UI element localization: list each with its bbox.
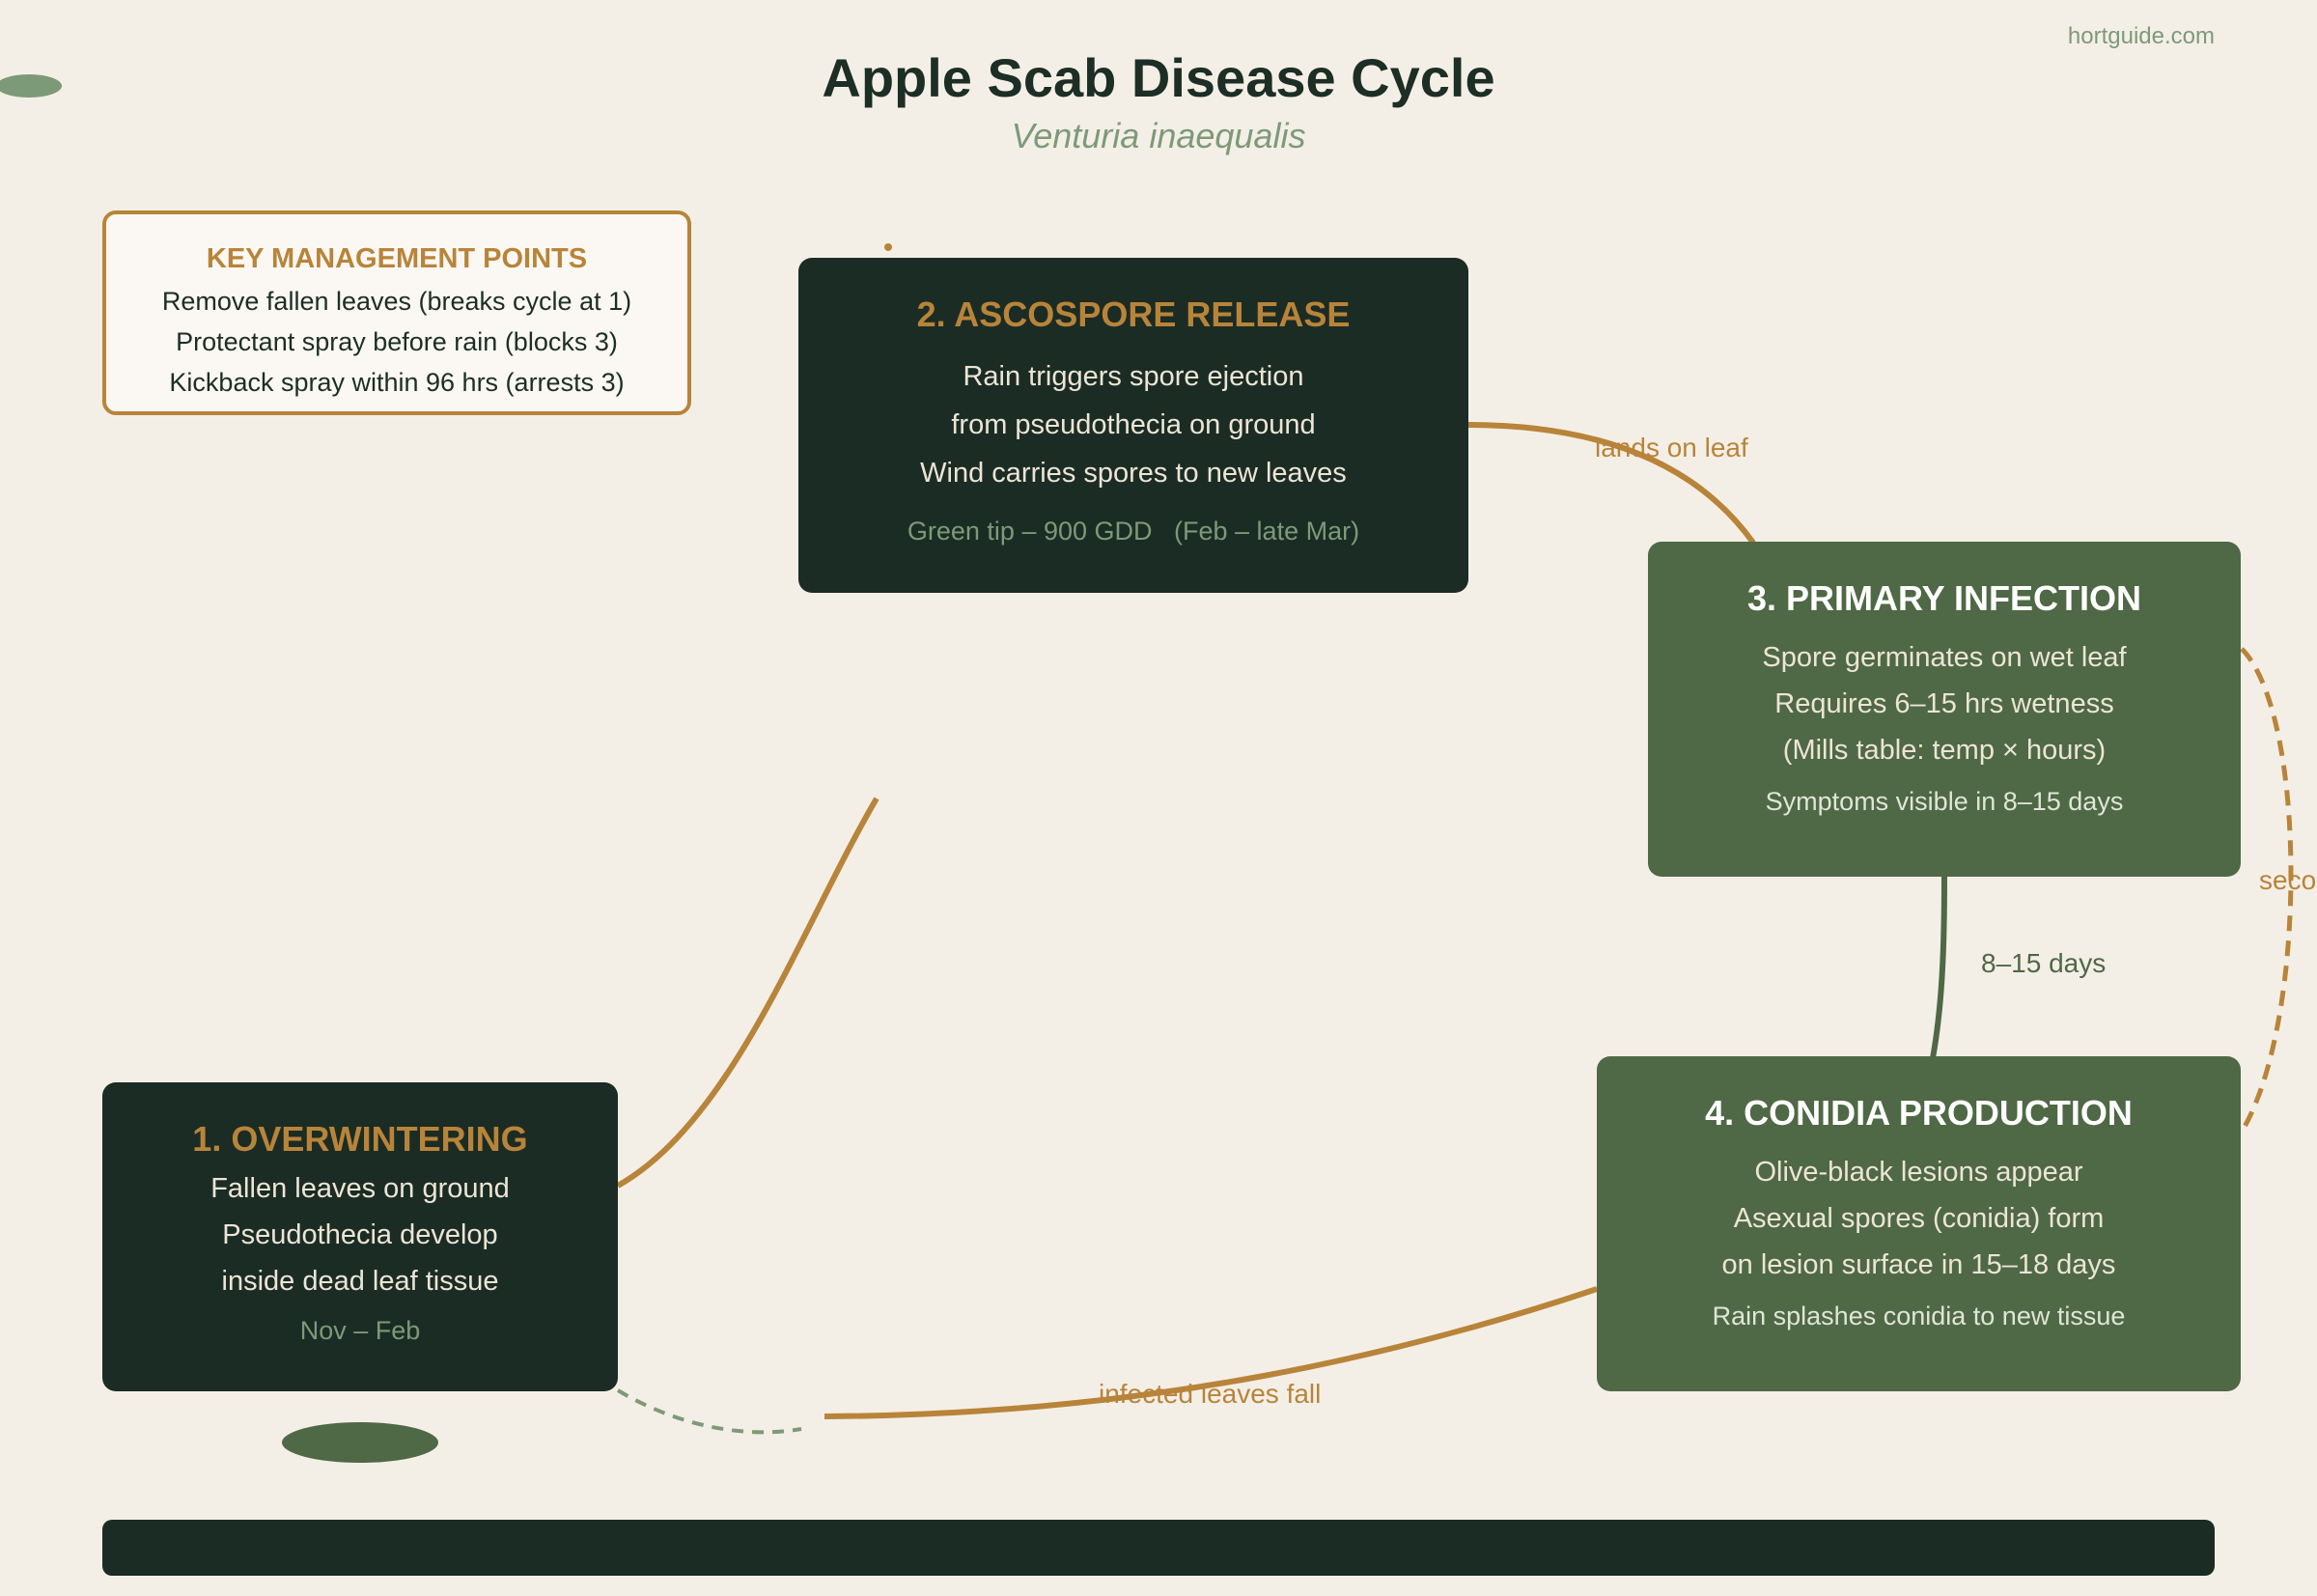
stage-line: on lesion surface in 15–18 days: [1721, 1249, 2116, 1280]
connector-label: 8–15 days: [1981, 948, 2107, 978]
stage-conidia-production: 4. CONIDIA PRODUCTION Olive-black lesion…: [1597, 1056, 2241, 1391]
connector-label: lands on leaf: [1595, 433, 1748, 462]
stage-ascospore-release: 2. ASCOSPORE RELEASE Rain triggers spore…: [798, 258, 1468, 593]
spore-dot: [884, 243, 892, 251]
management-title: KEY MANAGEMENT POINTS: [206, 243, 588, 274]
secondary-cycle-loop: [2239, 647, 2294, 1134]
stage-overwintering: 1. OVERWINTERING Fallen leaves on ground…: [102, 1082, 618, 1391]
arrow-primary-to-conidia: [1930, 876, 1947, 1059]
stage-line: Requires 6–15 hrs wetness: [1774, 688, 2114, 719]
arrow-ascospore-to-primary: [1466, 422, 1756, 545]
stage-title: 1. OVERWINTERING: [192, 1119, 528, 1159]
footer-bar: [102, 1520, 2215, 1576]
connector-label: infected leaves fall: [1099, 1379, 1322, 1409]
management-panel: KEY MANAGEMENT POINTS Remove fallen leav…: [102, 210, 691, 415]
stage-line: from pseudothecia on ground: [951, 409, 1316, 440]
connector-label: seco: [2259, 865, 2317, 895]
stage-note: Rain splashes conidia to new tissue: [1712, 1302, 2126, 1330]
stage-note: Symptoms visible in 8–15 days: [1765, 787, 2124, 816]
stage-title: 4. CONIDIA PRODUCTION: [1705, 1093, 2133, 1133]
management-point: Kickback spray within 96 hrs (arrests 3): [169, 368, 625, 397]
stage-timing: Green tip – 900 GDD (Feb – late Mar): [907, 517, 1360, 546]
stage-line: inside dead leaf tissue: [221, 1266, 499, 1297]
stage-line: (Mills table: temp × hours): [1782, 735, 2107, 766]
stage-title: 2. ASCOSPORE RELEASE: [916, 294, 1351, 334]
stage-line: Wind carries spores to new leaves: [920, 458, 1347, 489]
management-point: Remove fallen leaves (breaks cycle at 1): [161, 287, 632, 316]
stage-line: Rain triggers spore ejection: [963, 361, 1304, 392]
stage-primary-infection: 3. PRIMARY INFECTION Spore germinates on…: [1648, 542, 2241, 877]
management-point: Protectant spray before rain (blocks 3): [176, 327, 618, 356]
leaf-decoration: [0, 74, 62, 98]
arrow-overwintering-to-ascospore: [616, 797, 879, 1189]
stage-title: 3. PRIMARY INFECTION: [1746, 578, 2142, 618]
dashed-return: [616, 1388, 802, 1435]
fallen-leaf-icon: [282, 1422, 438, 1463]
stage-line: Pseudothecia develop: [222, 1219, 498, 1250]
site-credit: hortguide.com: [2067, 23, 2215, 49]
stage-line: Olive-black lesions appear: [1754, 1157, 2083, 1188]
page-subtitle: Venturia inaequalis: [1011, 116, 1306, 155]
page-title: Apple Scab Disease Cycle: [822, 47, 1495, 108]
stage-timing: Nov – Feb: [299, 1316, 421, 1345]
arrow-conidia-to-overwintering: [824, 1286, 1598, 1419]
stage-line: Spore germinates on wet leaf: [1762, 642, 2127, 673]
stage-line: Fallen leaves on ground: [210, 1173, 510, 1204]
stage-line: Asexual spores (conidia) form: [1733, 1203, 2105, 1234]
